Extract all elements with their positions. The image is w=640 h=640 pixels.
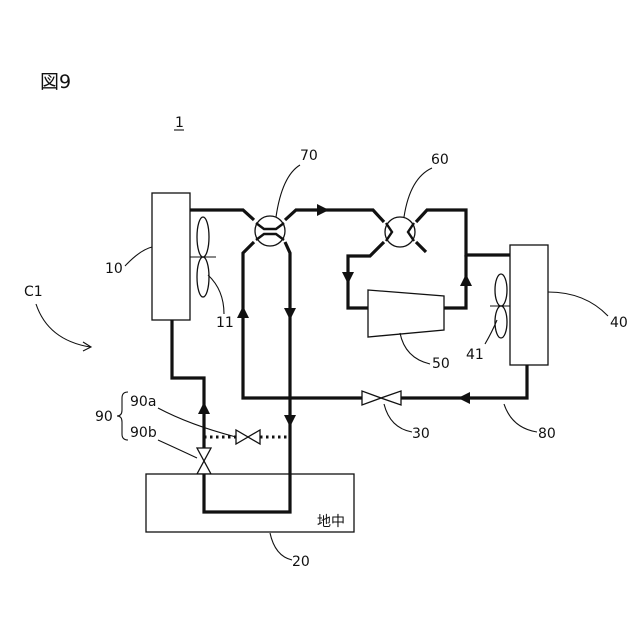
label-10: 10 — [105, 261, 123, 277]
label-90a: 90a — [130, 394, 156, 410]
flow-arrow-90-up — [198, 402, 210, 414]
ground-text: 地中 — [317, 514, 345, 530]
label-41: 41 — [466, 347, 484, 363]
valve-90a-right — [248, 430, 260, 444]
compressor-50 — [368, 290, 444, 337]
pipe-valve70-down-left — [243, 242, 362, 398]
fan-11-blade-top — [197, 217, 209, 257]
brace-90 — [117, 392, 128, 440]
leader-80 — [504, 404, 537, 432]
expansion-valve-30-left — [362, 391, 381, 405]
label-20: 20 — [292, 554, 310, 570]
flow-arrow-discharge-up — [460, 274, 472, 286]
label-11: 11 — [216, 315, 234, 331]
label-60: 60 — [431, 152, 449, 168]
flow-arrow-compressor-down — [342, 272, 354, 284]
valve-90a-left — [236, 430, 248, 444]
leader-41 — [485, 320, 497, 344]
pipe-valve60-stub — [416, 242, 426, 252]
flow-arrow-right-down — [284, 308, 296, 320]
figure-title: 図9 — [40, 71, 71, 93]
four-way-valve-70 — [255, 216, 285, 246]
pipe-valve70-down-ground — [204, 242, 290, 512]
pipe-valve60-to-hx40 — [416, 210, 510, 255]
flow-arrow-top — [317, 204, 329, 216]
flow-arrow-right-down-lower — [284, 415, 296, 427]
leader-90a — [158, 408, 236, 437]
label-90b: 90b — [130, 425, 157, 441]
label-80: 80 — [538, 426, 556, 442]
circuit-label-leader — [36, 304, 90, 347]
fan-41-blade-bottom — [495, 306, 507, 338]
leader-11 — [208, 275, 224, 314]
circuit-label: C1 — [24, 284, 43, 300]
valve-90b-top — [197, 448, 211, 461]
valve-90b-bottom — [197, 461, 211, 474]
pipe-valve30-to-hx40 — [401, 365, 527, 398]
label-90: 90 — [95, 409, 113, 425]
flow-arrow-left-up — [237, 306, 249, 318]
label-30: 30 — [412, 426, 430, 442]
fan-11-blade-bottom — [197, 257, 209, 297]
pipe-hx10-to-valve70 — [190, 210, 254, 220]
leader-90b — [158, 440, 197, 458]
leader-40 — [548, 292, 608, 316]
four-way-valve-60 — [385, 217, 415, 247]
label-40: 40 — [610, 315, 628, 331]
flow-arrow-bottom-left — [458, 392, 470, 404]
label-50: 50 — [432, 356, 450, 372]
leader-10 — [125, 247, 152, 266]
pipe-hx10-to-valve90b — [172, 320, 204, 448]
system-label: 1 — [175, 115, 184, 131]
pipe-valve70-to-valve60 — [285, 210, 384, 222]
heat-exchanger-40 — [510, 245, 548, 365]
expansion-valve-30-right — [381, 391, 401, 405]
leader-50 — [400, 333, 430, 364]
label-70: 70 — [300, 148, 318, 164]
leader-20 — [270, 533, 292, 560]
leader-30 — [384, 404, 412, 432]
heat-exchanger-10 — [152, 193, 190, 320]
fan-41-blade-top — [495, 274, 507, 306]
